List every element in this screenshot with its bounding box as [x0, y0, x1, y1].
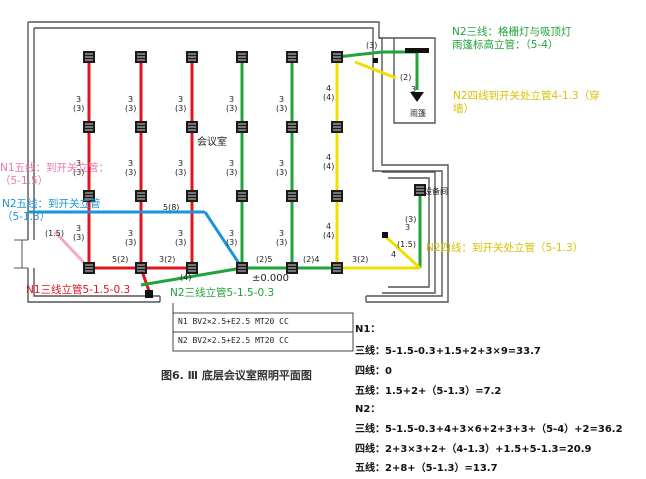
wire-label: (2): [400, 73, 411, 82]
n2-four-wire: [335, 57, 422, 270]
wire-label: (1.5): [45, 229, 64, 238]
calc-n1-three: 三线：5-1.5-0.3+1.5+2+3×9=33.7: [355, 346, 541, 357]
wire-label: 5(2): [112, 255, 128, 264]
calc-n2-four: 四线：2+3×3+2+（4-1.3）+1.5+5-1.3=20.9: [355, 444, 592, 455]
wire-label: 3: [279, 229, 284, 238]
wire-label: (3): [175, 238, 186, 247]
wire-label: 3: [411, 85, 416, 94]
circuit-table-frame: [172, 303, 354, 352]
wire-label: (3): [226, 104, 237, 113]
wire-label: (3): [125, 104, 136, 113]
circuit-row-n1: N1 BV2×2.5+E2.5 MT20 CC: [178, 317, 289, 326]
calc-n2-title: N2：: [355, 404, 381, 415]
wire-label: 3: [178, 159, 183, 168]
room-label-canopy: 雨篷: [410, 109, 426, 118]
wire-label: 4: [326, 84, 331, 93]
wire-label: 3(2): [159, 255, 175, 264]
wire-label: 3: [229, 159, 234, 168]
wire-label: 4: [326, 153, 331, 162]
wire-label: (4): [323, 93, 334, 102]
wire-label: (2)5: [256, 255, 272, 264]
wire-label: (3): [73, 104, 84, 113]
wire-label: 3: [128, 95, 133, 104]
wire-label: (4): [323, 162, 334, 171]
wire-label: 3: [178, 229, 183, 238]
calc-n1-four: 四线：0: [355, 366, 392, 377]
wire-label: 5(8): [163, 203, 179, 212]
wire-label: (3): [226, 168, 237, 177]
wire-label: (3): [73, 233, 84, 242]
n1-three-wire: [87, 57, 194, 295]
wire-count-labels: 3 (3) 3 (3) 3 (3) 3 (3) 3 (3) 3 (3) 3 (3…: [45, 41, 416, 282]
wire-label: (3): [125, 168, 136, 177]
wire-label: (3): [276, 104, 287, 113]
wire-label: (1.5): [397, 240, 416, 249]
wire-label: 3: [405, 223, 410, 232]
wire-label: (4): [180, 273, 191, 282]
room-label-conference: 会议室: [197, 137, 227, 148]
wire-label: (3): [276, 238, 287, 247]
calc-n2-three: 三线：5-1.5-0.3+4+3×6+2+3+3+（5-4）+2=36.2: [355, 424, 623, 435]
circuit-row-n2: N2 BV2×2.5+E2.5 MT20 CC: [178, 336, 289, 345]
wire-label: 3: [229, 229, 234, 238]
wire-label: 3: [279, 159, 284, 168]
wire-label: 4: [391, 250, 396, 259]
building-walls: [14, 21, 449, 303]
wire-label: (3): [226, 238, 237, 247]
wire-label: (3): [405, 215, 416, 224]
wire-label: (3): [366, 41, 377, 50]
canopy-lamp: [405, 48, 429, 102]
n1-three-riser-note: N1三线立管5-1.5-0.3: [26, 284, 131, 296]
n2-five-wire-note: N2五线：到开关立管（5-1.3）: [2, 198, 101, 223]
wire-label: (4): [323, 231, 334, 240]
calc-n1-five: 五线：1.5+2+（5-1.3）=7.2: [355, 386, 502, 397]
wire-label: (3): [125, 238, 136, 247]
figure-caption: 图6. Ⅲ 底层会议室照明平面图: [161, 369, 312, 382]
luminaires: [83, 51, 426, 274]
wire-label: 3: [76, 159, 81, 168]
n2-five-wire: [28, 210, 244, 269]
wire-label: 3: [76, 224, 81, 233]
wire-label: (3): [276, 168, 287, 177]
wire-label: 3(2): [352, 255, 368, 264]
n1-five-wire-note: N1五线：到开关立管：（5-1.5）: [0, 162, 110, 187]
wire-label: (3): [73, 168, 84, 177]
wire-label: 3: [279, 95, 284, 104]
wire-label: 3: [128, 159, 133, 168]
wire-label: 3: [128, 229, 133, 238]
wire-label: 3: [178, 95, 183, 104]
wire-label: (2)4: [303, 255, 319, 264]
n2-three-riser-note: N2三线立管5-1.5-0.3: [170, 287, 275, 299]
wire-label: 3: [76, 95, 81, 104]
calc-n2-five: 五线：2+8+（5-1.3）=13.7: [355, 463, 498, 474]
calc-n1-title: N1：: [355, 324, 381, 335]
switch-marks: [145, 58, 388, 298]
n2-four-wire-side-note: N2四线：到开关处立管（5-1.3）: [426, 242, 584, 254]
n2-three-wire: [140, 50, 422, 287]
wire-label: (3): [175, 104, 186, 113]
wire-label: 3: [229, 95, 234, 104]
wire-label: 4: [326, 222, 331, 231]
elevation-mark: ±0.000: [252, 273, 290, 284]
room-label-equipment: 设备间: [424, 187, 448, 196]
wire-label: (3): [175, 168, 186, 177]
n2-four-wire-note: N2四线到开关处立管4-1.3（穿墙）: [453, 90, 600, 115]
n2-three-wire-note: N2三线：格栅灯与吸顶灯雨篷标高立管：（5-4）: [452, 26, 572, 51]
